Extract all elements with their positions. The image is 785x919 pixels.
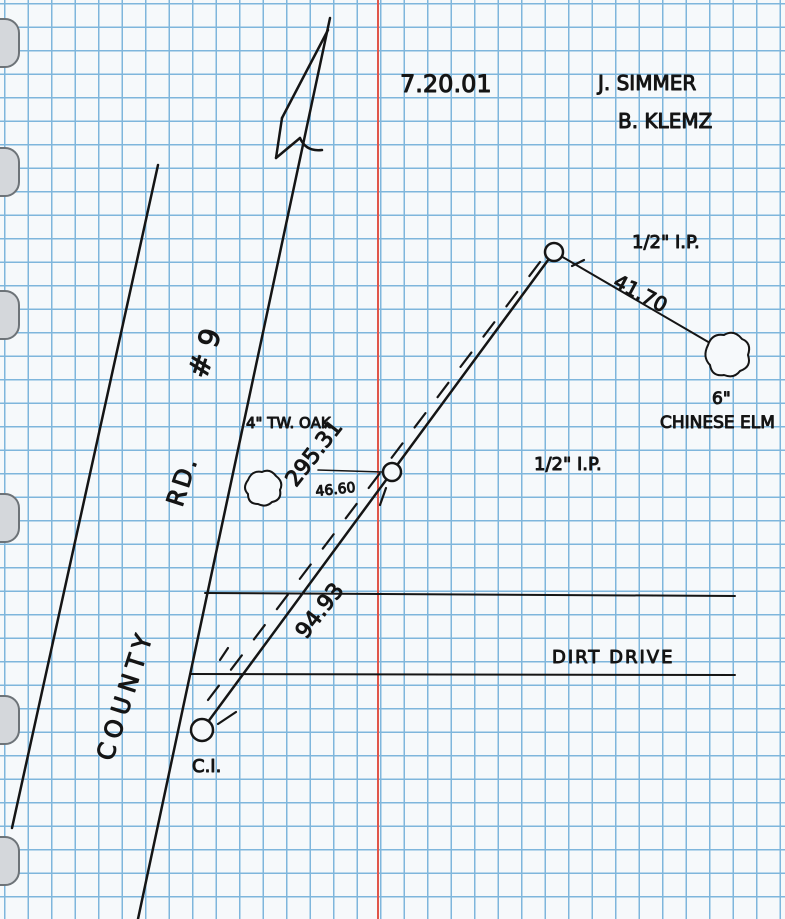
binder-hole	[0, 836, 20, 886]
road-number: # 9	[181, 324, 228, 382]
binder-hole	[0, 493, 20, 543]
iron-pipe-circle	[381, 461, 403, 483]
road-name-county: COUNTY	[91, 625, 160, 763]
traverse-line	[390, 250, 556, 474]
road-name-rd: RD.	[161, 452, 204, 510]
road-edge-west	[10, 163, 160, 830]
tie-line	[553, 251, 723, 351]
drive-label: DIRT DRIVE	[552, 647, 674, 668]
traverse-line	[200, 470, 394, 732]
elm-tree-icon	[704, 331, 751, 378]
oak-tree-label: 4" TW. OAK	[246, 414, 332, 432]
tie-line	[317, 469, 383, 473]
tick-marks	[216, 258, 586, 726]
drive-edge-north	[204, 592, 736, 597]
elm-name-label: CHINESE ELM	[660, 413, 775, 433]
crew-member-1: J. SIMMER	[596, 71, 696, 95]
survey-date: 7.20.01	[400, 70, 492, 98]
distance-label: 46.60	[315, 480, 357, 500]
binder-hole	[0, 147, 20, 197]
iron-pipe-label-top: 1/2" I.P.	[632, 232, 700, 253]
binder-hole	[0, 18, 20, 68]
control-point-circle	[189, 717, 215, 743]
elm-size-label: 6"	[712, 389, 731, 409]
distance-label: 94.93	[291, 579, 349, 644]
distance-label: 41.70	[610, 269, 672, 317]
red-margin-line	[377, 0, 379, 919]
north-arrow-icon	[274, 28, 330, 160]
crew-member-2: B. KLEMZ	[618, 109, 712, 133]
offset-line	[206, 260, 542, 702]
binder-hole	[0, 695, 20, 745]
drive-edge-south	[189, 673, 736, 676]
start-point-label: C.I.	[192, 756, 221, 777]
road-edge-east	[136, 16, 332, 919]
oak-tree-icon	[244, 469, 283, 507]
binder-hole	[0, 290, 20, 340]
iron-pipe-circle	[543, 241, 565, 263]
iron-pipe-label-mid: 1/2" I.P.	[534, 454, 602, 475]
